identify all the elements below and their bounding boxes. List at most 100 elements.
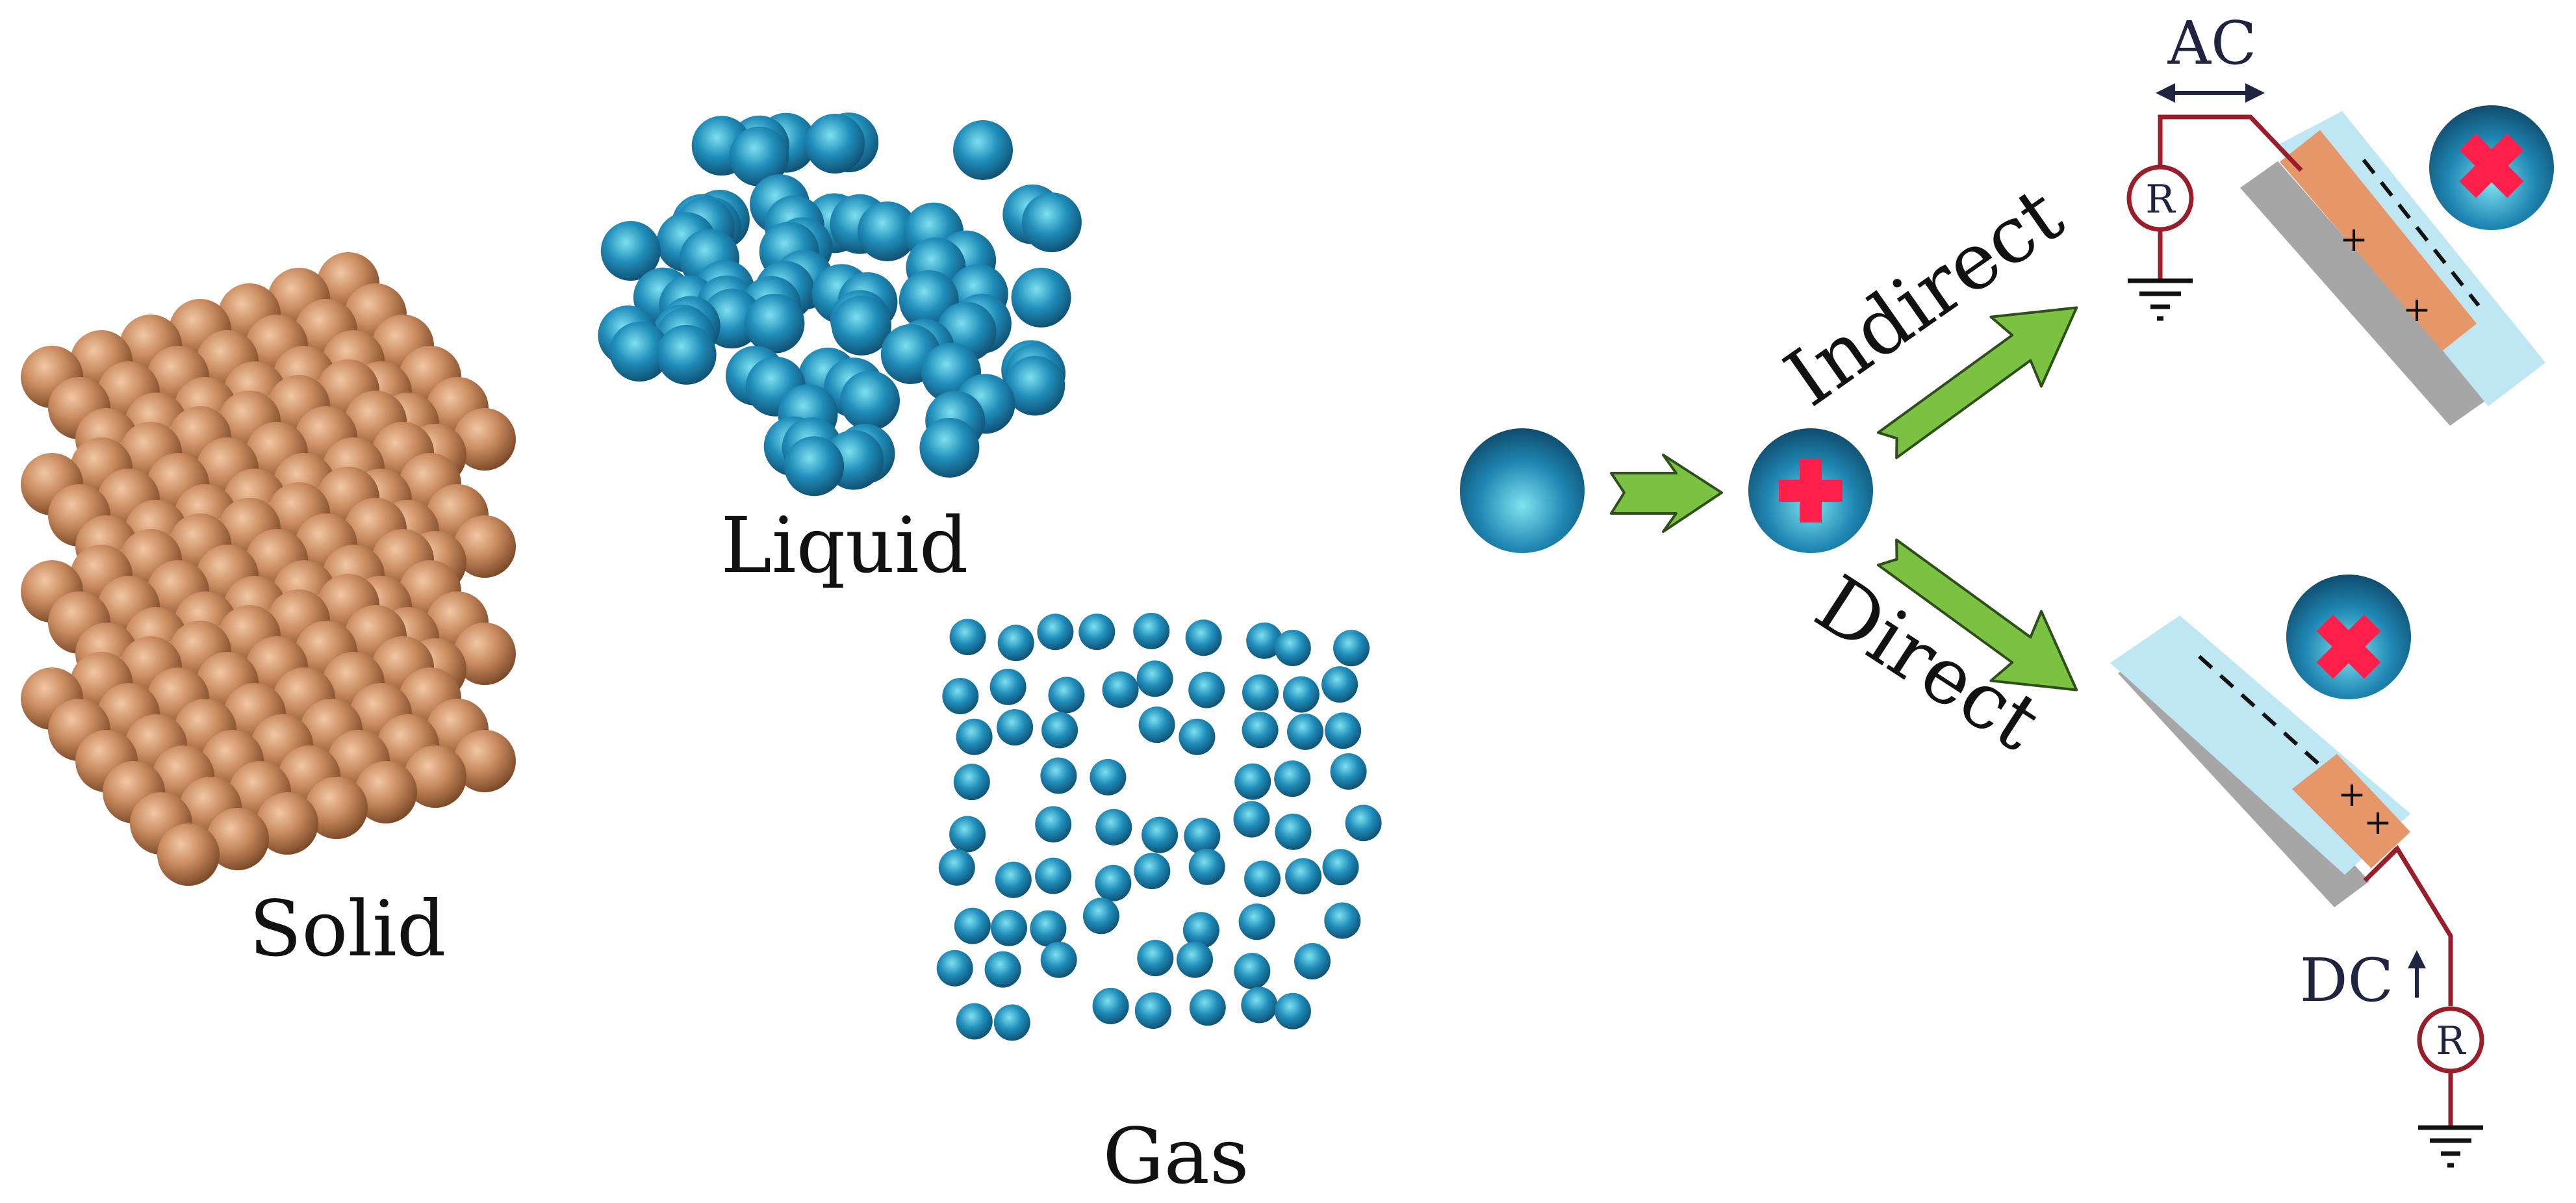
liquid-particle — [840, 370, 900, 431]
wire — [2363, 845, 2453, 1006]
gas-particle — [1134, 992, 1171, 1029]
gas-particle-cloud — [936, 612, 1382, 1041]
gas-particle — [1325, 712, 1362, 749]
gas-particle — [984, 951, 1021, 988]
gas-particle — [1234, 953, 1271, 990]
gas-particle — [993, 1004, 1030, 1041]
gas-particle — [1141, 816, 1179, 853]
charge-plus: + — [2364, 803, 2392, 842]
gas-particle — [1242, 674, 1279, 711]
liquid-particle — [832, 296, 891, 356]
gas-particle — [1244, 860, 1281, 898]
gas-particle — [1041, 712, 1078, 749]
solid-particle — [305, 777, 368, 839]
gas-particle — [1188, 671, 1225, 708]
gas-particle — [1282, 676, 1320, 713]
liquid-particle — [1011, 267, 1071, 328]
solid-particle — [207, 808, 269, 870]
liquid-particle — [857, 201, 917, 261]
solid-particle — [453, 408, 516, 471]
gas-particle — [1133, 612, 1170, 649]
gas-particle — [1294, 943, 1331, 979]
neutral-particle — [1460, 428, 1585, 553]
gas-particle — [1185, 619, 1222, 656]
liquid-particle — [784, 436, 845, 497]
gas-particle — [1090, 758, 1127, 796]
gas-particle — [1285, 858, 1322, 895]
gas-particle — [1082, 898, 1119, 935]
gas-particle — [1092, 987, 1129, 1024]
dc-label: DC — [2300, 946, 2393, 1015]
gas-particle — [956, 718, 993, 755]
gas-particle — [942, 678, 979, 714]
charge-minus-line — [2362, 159, 2480, 307]
gas-particle — [1189, 989, 1226, 1026]
gas-particle — [1330, 753, 1367, 790]
liquid-particle — [1005, 356, 1065, 416]
gas-particle — [1324, 902, 1361, 939]
gas-particle — [1138, 706, 1175, 744]
wire — [2158, 114, 2303, 186]
ac-label: AC — [2167, 8, 2257, 78]
liquid-particle — [729, 126, 789, 187]
gas-particle — [1136, 660, 1173, 697]
gas-particle — [1137, 940, 1174, 977]
cross-icon — [2316, 614, 2381, 679]
gas-particle — [1241, 987, 1278, 1024]
direct-arrow-icon — [1876, 538, 2078, 692]
gas-particle — [954, 907, 991, 944]
gas-particle — [936, 950, 973, 987]
ground-icon — [2418, 1125, 2483, 1168]
gas-particle — [1246, 622, 1283, 659]
gas-particle — [1048, 677, 1085, 714]
gas-particle — [1234, 763, 1271, 800]
indirect-label: Indirect — [1770, 170, 2079, 424]
liquid-particle — [1021, 192, 1082, 253]
resistor-icon — [2126, 164, 2194, 232]
charge-plus: + — [2340, 220, 2368, 259]
liquid-particle — [953, 120, 1013, 180]
solid-particle — [256, 792, 318, 855]
solid-particle-lattice — [21, 252, 516, 886]
direct-device: + + R DC — [2110, 575, 2484, 1168]
liquid-particle — [745, 293, 805, 354]
plus-icon — [1779, 459, 1843, 523]
charge-plus: + — [2338, 775, 2366, 814]
liquid-particle — [656, 324, 717, 385]
gas-particle — [1037, 614, 1074, 651]
resistor-label: R — [2436, 1018, 2466, 1064]
charge-plus: + — [2403, 291, 2431, 330]
gas-particle — [997, 625, 1034, 662]
gas-particle — [1095, 864, 1132, 901]
solid-particle — [453, 515, 516, 578]
gas-particle — [1333, 630, 1370, 667]
gas-particle — [949, 619, 986, 656]
solid-particle — [157, 823, 220, 886]
gas-particle — [1102, 671, 1139, 708]
indirect-arrow-icon — [1876, 306, 2078, 459]
gas-particle — [1274, 630, 1311, 666]
liquid-particle — [600, 221, 661, 281]
gas-particle — [1188, 848, 1225, 885]
solid-particle — [453, 623, 516, 685]
gas-particle — [1040, 757, 1077, 794]
gas-particle — [989, 668, 1027, 705]
resistor-icon — [2417, 1006, 2484, 1074]
gas-particle — [997, 709, 1034, 746]
gas-particle — [1275, 813, 1312, 850]
gas-label: Gas — [1103, 1111, 1249, 1201]
double-arrow-icon — [2156, 83, 2265, 103]
gas-particle — [1095, 808, 1132, 846]
electrode-layer — [2292, 754, 2410, 868]
liquid-label: Liquid — [721, 500, 969, 590]
gas-particle — [1078, 614, 1116, 651]
ground-icon — [2128, 278, 2193, 321]
liquid-particle — [919, 417, 980, 478]
up-arrow-icon — [2408, 950, 2426, 998]
indirect-device: + + R AC — [2126, 8, 2554, 426]
gas-particle — [1040, 941, 1077, 978]
gas-particle — [1242, 712, 1279, 749]
gas-particle — [1274, 992, 1311, 1029]
gas-particle — [1035, 857, 1072, 894]
gas-particle — [1184, 818, 1221, 855]
